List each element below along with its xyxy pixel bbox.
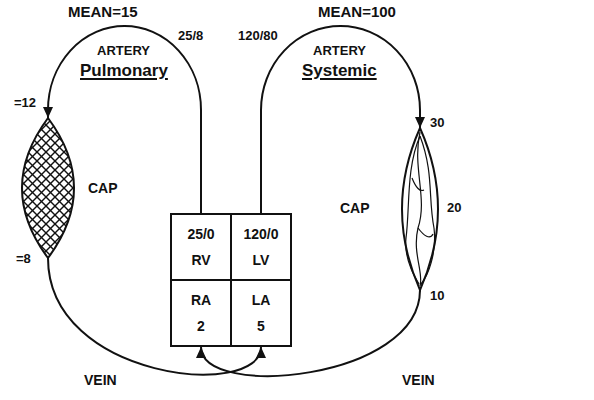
heart-chamber: LA 5 xyxy=(230,279,292,347)
capillary-label: CAP xyxy=(340,200,370,216)
capillary-label: CAP xyxy=(88,180,118,196)
chamber-name: RA xyxy=(191,292,211,308)
pressure-value: 20 xyxy=(447,201,461,216)
pressure-value: 25/8 xyxy=(178,29,203,44)
chamber-name: LV xyxy=(253,252,270,268)
vessel-connector xyxy=(261,26,425,213)
pressure-value: 2 xyxy=(197,318,205,334)
arrowhead xyxy=(256,347,266,358)
pressure-value: 10 xyxy=(430,289,444,304)
pressure-value: =8 xyxy=(16,252,31,267)
capillary-bed: CAP xyxy=(8,118,126,258)
circuit-name: Pulmonary xyxy=(80,61,168,81)
capillary-bed: CAP xyxy=(340,128,452,290)
vessel-name: VEIN xyxy=(402,372,435,388)
heart-chamber: RA 2 xyxy=(170,279,232,347)
vessel-line xyxy=(48,26,201,213)
heart-chamber: 25/0RV xyxy=(170,213,232,281)
circuit-name: Systemic xyxy=(302,61,377,81)
vessel-name: ARTERY xyxy=(313,44,366,59)
pressure-value: 120/0 xyxy=(243,226,278,242)
vessel-line xyxy=(261,26,420,213)
vessel-name: VEIN xyxy=(84,372,117,388)
arrowhead xyxy=(196,347,206,358)
pressure-value: 120/80 xyxy=(238,29,278,44)
mean-pressure: MEAN=15 xyxy=(68,3,138,20)
pressure-value: 5 xyxy=(257,318,265,334)
vessel-name: ARTERY xyxy=(97,44,150,59)
pressure-value: 30 xyxy=(430,116,444,131)
chamber-name: LA xyxy=(252,292,271,308)
chamber-name: RV xyxy=(191,252,210,268)
pressure-value: =12 xyxy=(14,96,36,111)
mean-pressure: MEAN=100 xyxy=(318,3,396,20)
heart-chamber: 120/0LV xyxy=(230,213,292,281)
pressure-value: 25/0 xyxy=(187,226,214,242)
